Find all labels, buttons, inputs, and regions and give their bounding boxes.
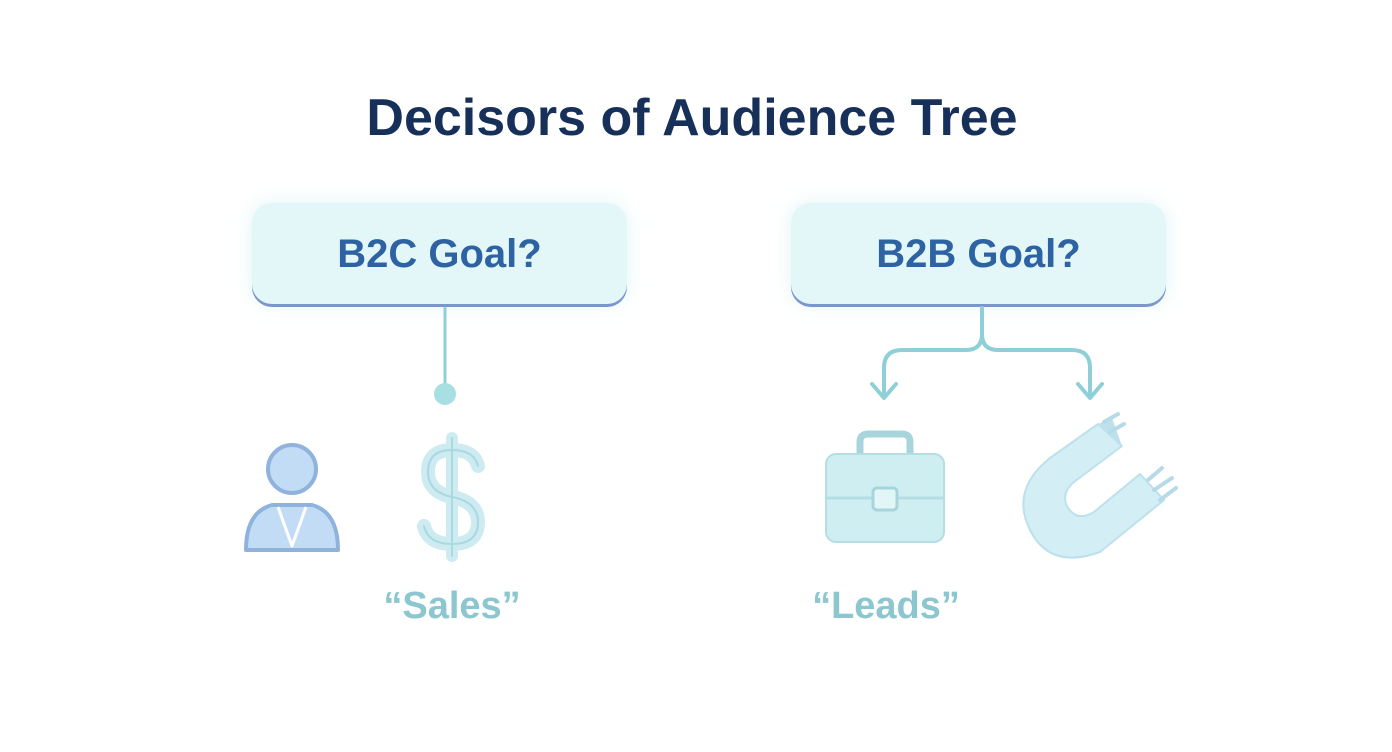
dollar-icon [417, 432, 486, 562]
magnet-icon [1022, 412, 1178, 559]
diagram-title: Decisors of Audience Tree [366, 89, 1018, 147]
b2b-outcome-label: “Leads” [812, 585, 960, 627]
person-icon [244, 443, 340, 552]
b2c-goal-node: B2C Goal? [252, 203, 627, 304]
b2c-goal-label: B2C Goal? [337, 232, 542, 276]
b2b-connector [870, 306, 1104, 400]
b2b-goal-node: B2B Goal? [791, 203, 1166, 304]
b2b-goal-label: B2B Goal? [876, 232, 1081, 276]
b2c-outcome-label: “Sales” [383, 585, 521, 627]
briefcase-icon [825, 430, 945, 543]
b2c-connector [434, 306, 456, 405]
